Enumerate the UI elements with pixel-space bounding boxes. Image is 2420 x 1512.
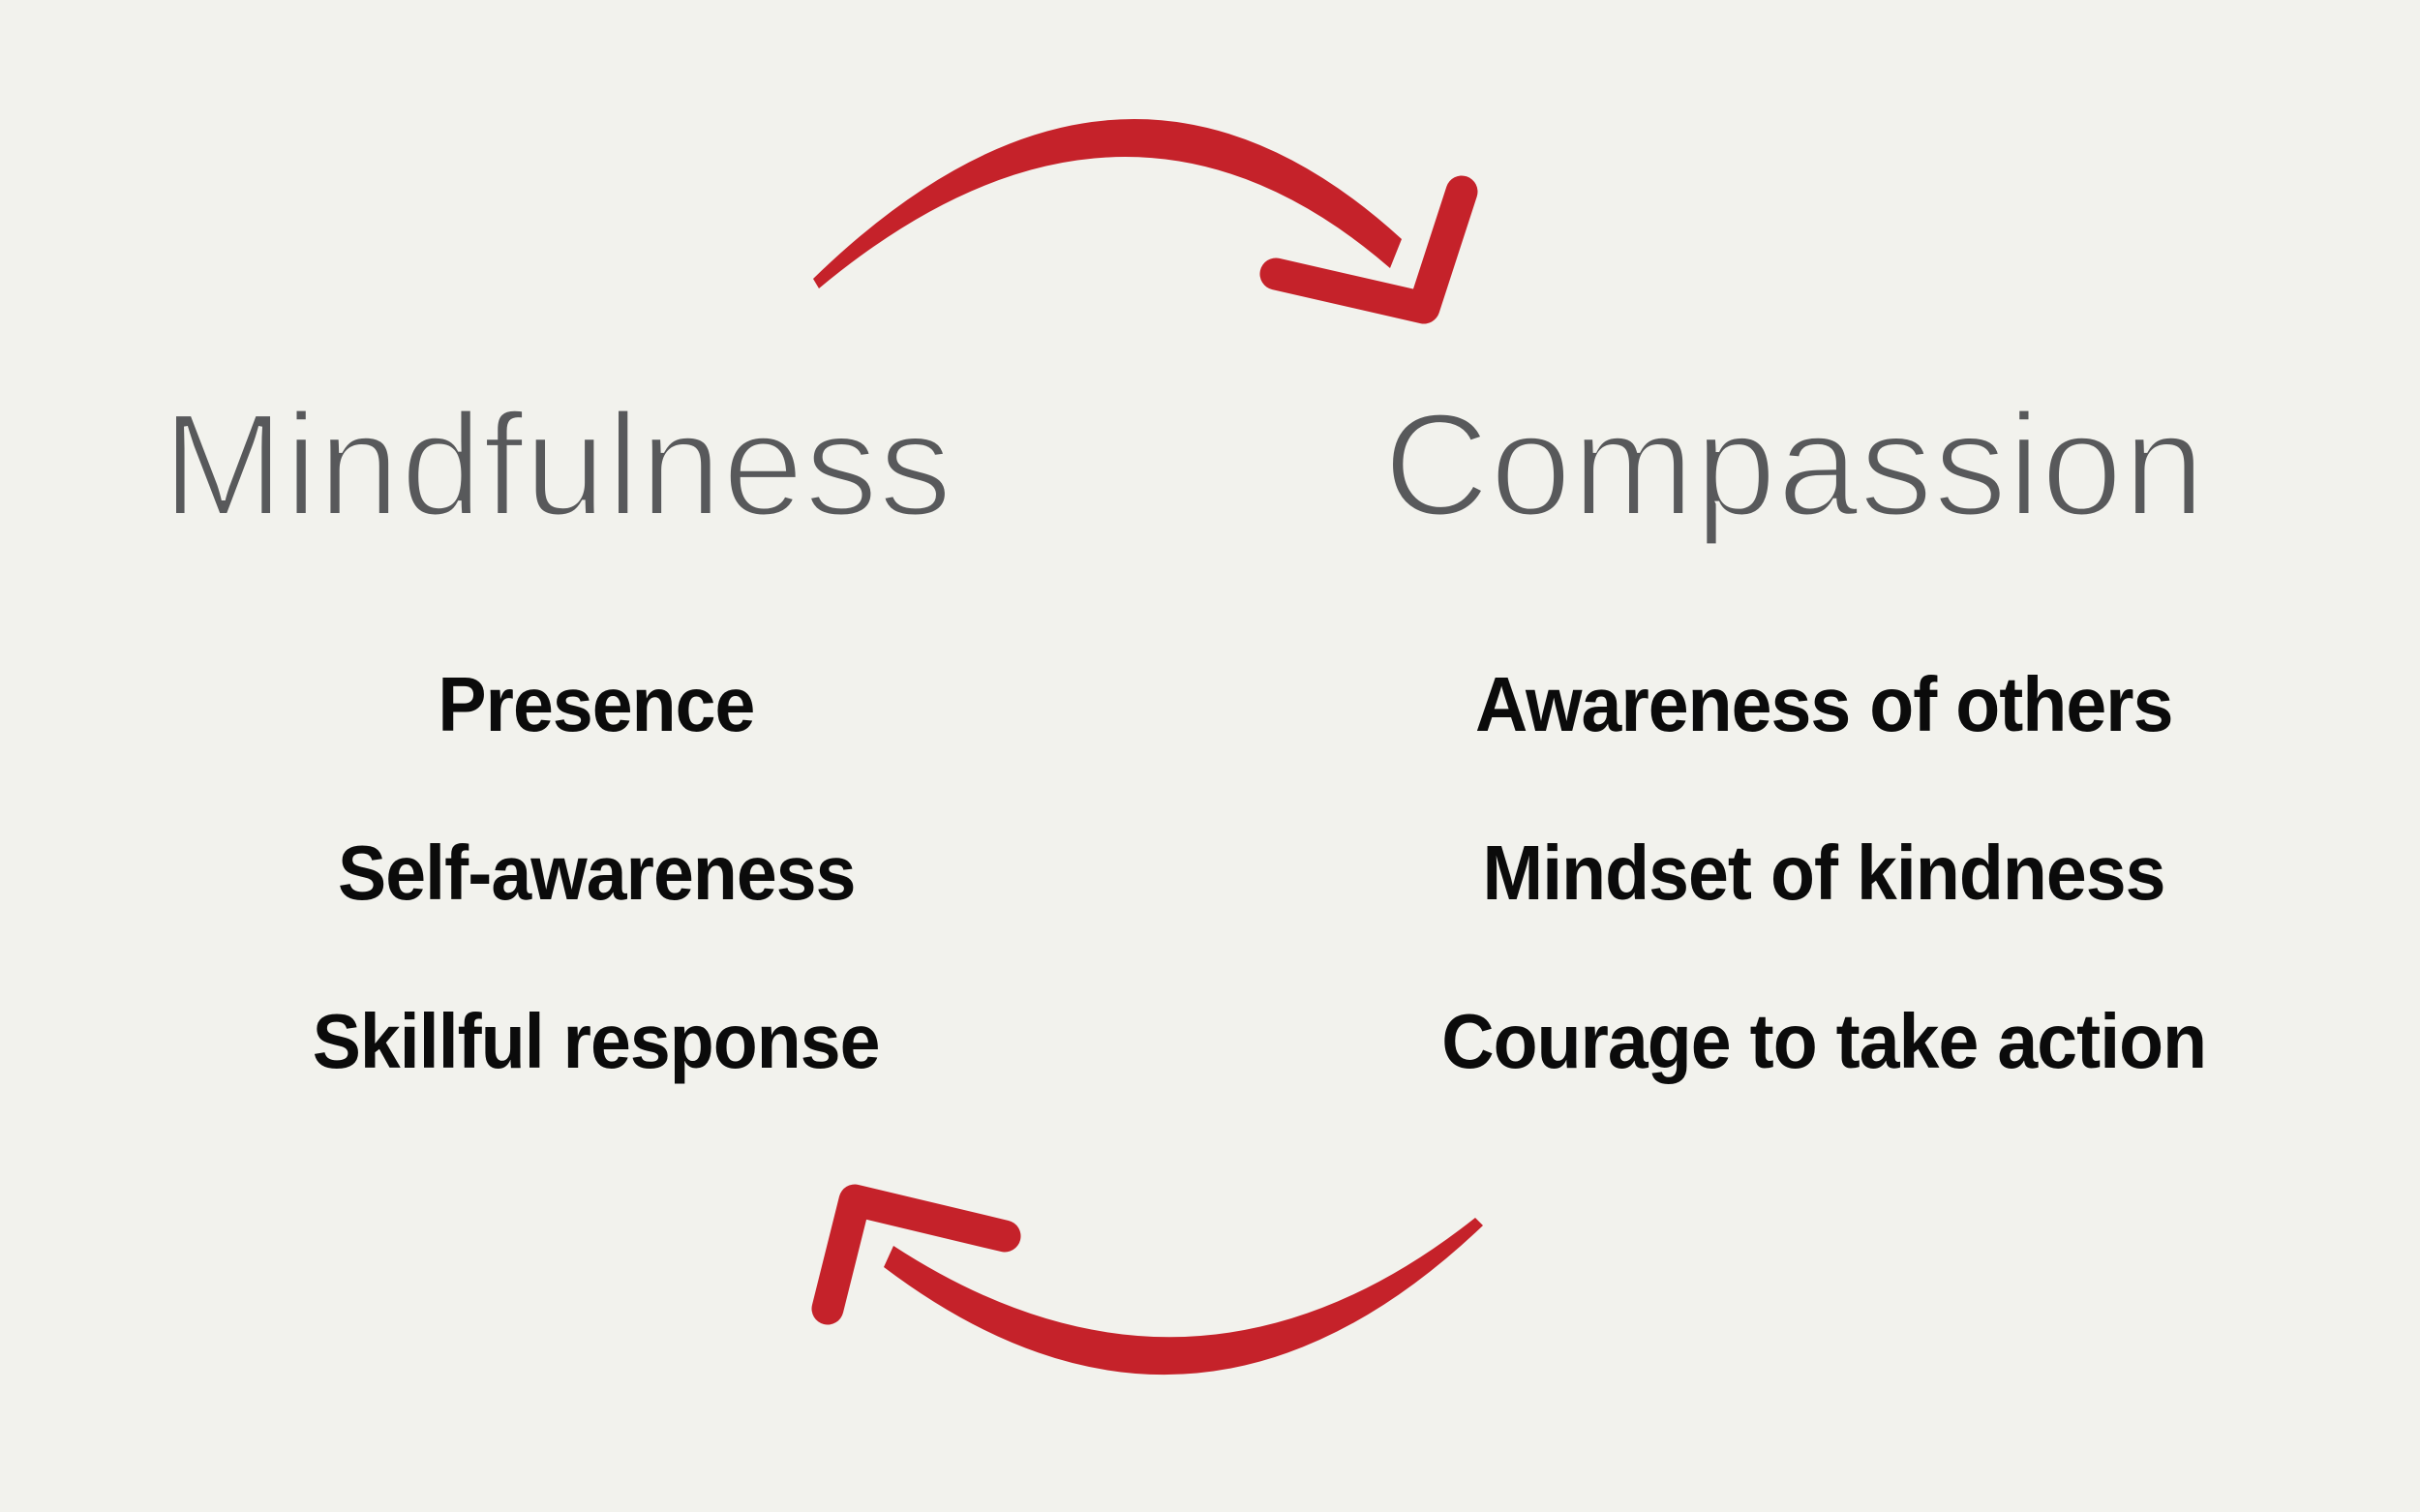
compassion-title: Compassion bbox=[1381, 382, 2206, 546]
compassion-attributes-list: Awareness of others Mindset of kindness … bbox=[1219, 666, 2420, 1080]
list-item: Skillful response bbox=[313, 998, 881, 1084]
curved-arrow-bottom-icon bbox=[811, 1184, 1483, 1376]
curved-arrow-top-icon bbox=[813, 119, 1478, 324]
list-item: Awareness of others bbox=[1474, 661, 2173, 747]
list-item: Self-awareness bbox=[337, 830, 856, 916]
list-item: Presence bbox=[438, 661, 756, 747]
list-item: Courage to take action bbox=[1441, 998, 2207, 1084]
list-item: Mindset of kindness bbox=[1482, 830, 2165, 916]
mindfulness-title: Mindfulness bbox=[161, 382, 954, 546]
mindfulness-attributes-list: Presence Self-awareness Skillful respons… bbox=[0, 666, 1201, 1080]
